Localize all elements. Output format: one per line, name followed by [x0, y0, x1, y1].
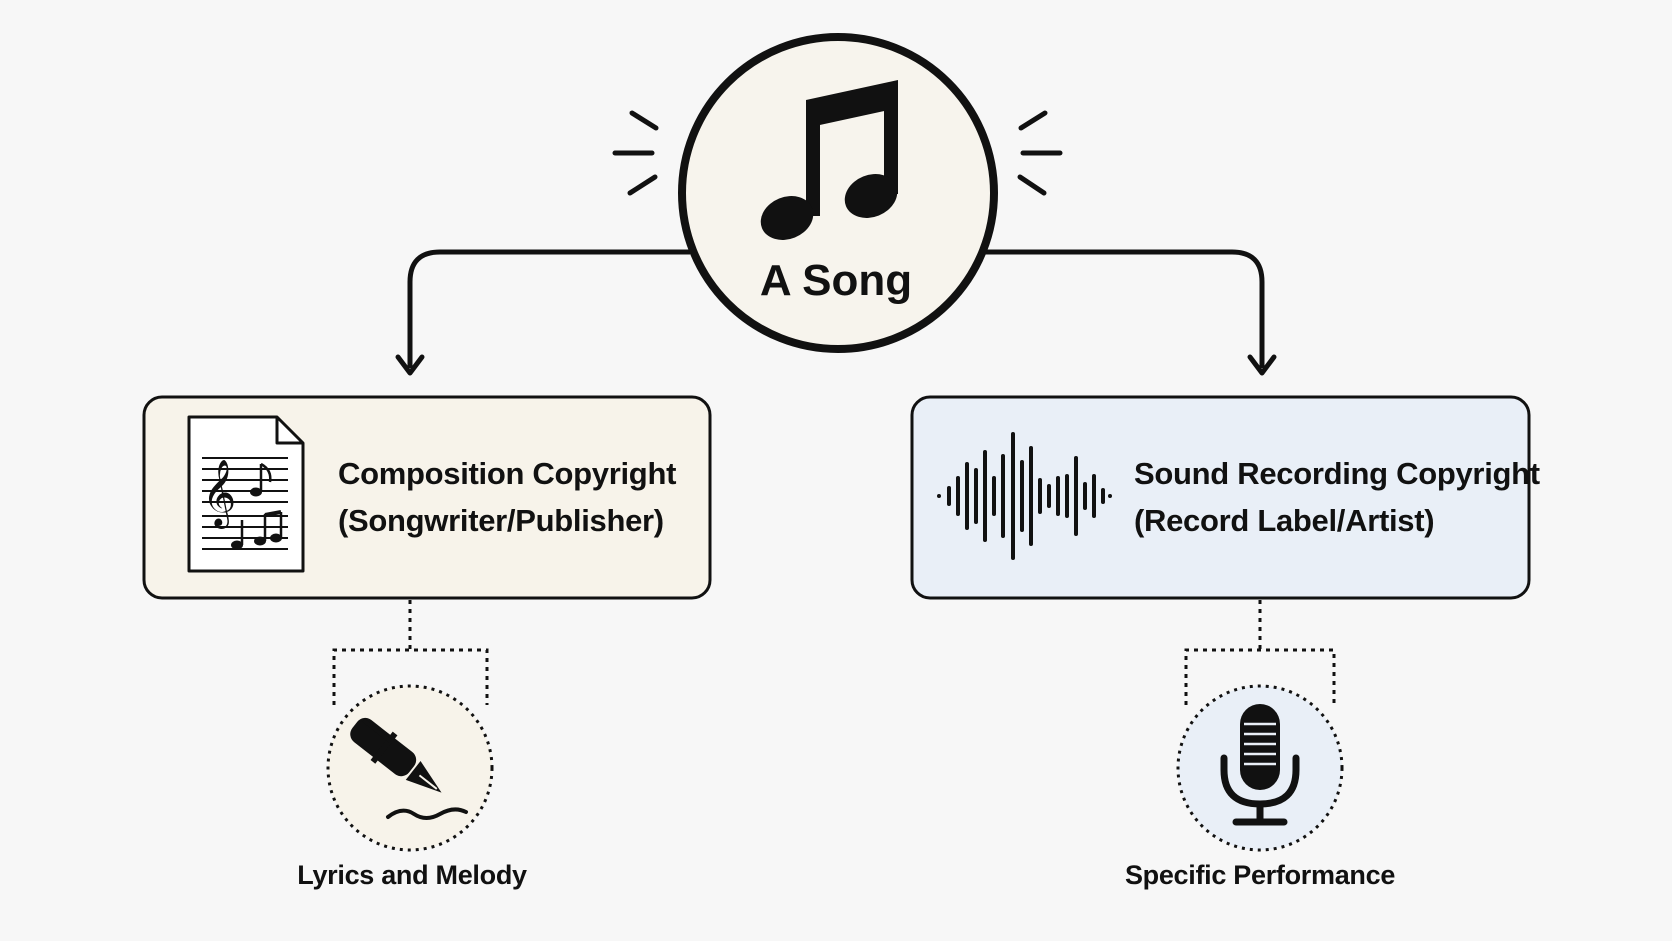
emphasis-lines-left — [612, 110, 659, 196]
sound-recording-text: Sound Recording Copyright (Record Label/… — [1134, 450, 1540, 544]
microphone-icon — [1220, 704, 1300, 826]
composition-subtitle: (Songwriter/Publisher) — [338, 503, 664, 538]
composition-title: Composition Copyright — [338, 456, 677, 491]
connector-right — [980, 249, 1265, 368]
sound-wave-icon — [937, 432, 1112, 560]
arrowhead-left — [395, 354, 425, 376]
emphasis-lines-right — [1017, 110, 1063, 196]
svg-text:𝄞: 𝄞 — [202, 458, 236, 529]
root-circle — [678, 33, 998, 353]
lyrics-melody-label: Lyrics and Melody — [297, 860, 527, 890]
composition-text: Composition Copyright (Songwriter/Publis… — [338, 450, 676, 544]
specific-performance-label: Specific Performance — [1124, 860, 1396, 890]
sheet-music-icon: 𝄞 — [187, 415, 305, 573]
sound-recording-title: Sound Recording Copyright — [1134, 456, 1540, 491]
sound-recording-subtitle: (Record Label/Artist) — [1134, 503, 1435, 538]
music-note-icon — [760, 80, 898, 240]
dotted-connector-left — [332, 600, 489, 705]
arrowhead-right — [1247, 354, 1277, 376]
root-label: A Song — [759, 256, 913, 305]
connector-left — [407, 249, 690, 368]
fountain-pen-icon — [350, 717, 468, 820]
sound-recording-box — [910, 395, 1531, 600]
dotted-connector-right — [1184, 600, 1336, 705]
